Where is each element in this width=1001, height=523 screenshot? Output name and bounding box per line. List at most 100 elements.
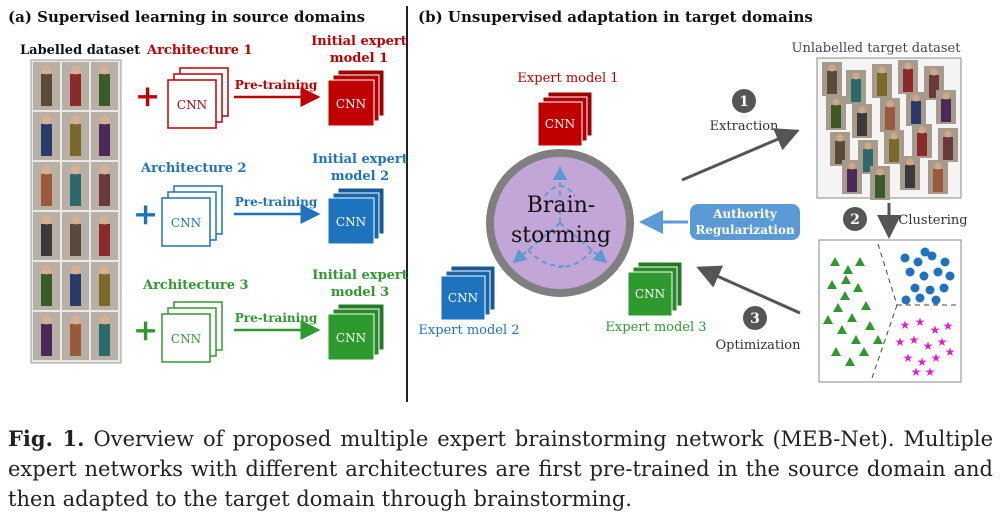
person-thumbnail (91, 162, 118, 210)
cluster-point-circle (901, 295, 911, 305)
cluster-point-star: ★ (930, 323, 941, 337)
cnn-label: CNN (545, 117, 575, 131)
person-thumbnail (33, 162, 60, 210)
initial-expert-2-line2: model 2 (331, 169, 389, 184)
cluster-point-circle (940, 257, 950, 267)
step-3-badge (743, 306, 767, 330)
cluster-point-star: ★ (931, 351, 942, 365)
cnn-stack-arch-1: CNN (167, 67, 229, 129)
pretraining-label-3: Pre-training (235, 311, 318, 325)
cnn-label: CNN (177, 98, 207, 112)
step-3-number: 3 (750, 311, 760, 327)
authority-line2: Regularization (695, 223, 795, 237)
person-thumbnail (91, 212, 118, 260)
initial-expert-model-2: CNN (327, 187, 385, 245)
cluster-point-star: ★ (915, 315, 926, 329)
cnn-label: CNN (336, 97, 366, 111)
cluster-point-star: ★ (937, 335, 948, 349)
cnn-stack-arch-3: CNN (161, 301, 223, 363)
cluster-point-triangle (837, 325, 847, 334)
unlabelled-target-dataset (816, 57, 962, 200)
step-2-label: Clustering (898, 213, 967, 228)
cluster-point-circle (925, 285, 935, 295)
step-1-number: 1 (739, 94, 749, 110)
target-person-thumbnail (912, 124, 932, 158)
person-thumbnail (62, 162, 89, 210)
cnn-stack-arch-2: CNN (161, 185, 223, 247)
initial-expert-1-line2: model 1 (330, 51, 388, 66)
cluster-point-star: ★ (911, 365, 922, 379)
cluster-point-star: ★ (917, 355, 928, 369)
brainstorming-line2: storming (511, 223, 611, 248)
target-person-thumbnail (928, 160, 948, 194)
target-person-thumbnail (826, 96, 846, 130)
person-thumbnail (91, 312, 118, 360)
person-thumbnail (91, 262, 118, 310)
target-person-thumbnail (938, 128, 958, 162)
architecture-3-label: Architecture 3 (142, 278, 249, 293)
initial-expert-3-line2: model 3 (331, 285, 389, 300)
figure-caption: Fig. 1. Overview of proposed multiple ex… (8, 424, 993, 514)
cnn-label: CNN (336, 215, 366, 229)
cluster-point-circle (920, 247, 930, 257)
expert-model-2: CNN (440, 265, 496, 321)
cnn-label: CNN (171, 332, 201, 346)
cnn-label: CNN (448, 291, 478, 305)
step-1-badge (732, 89, 756, 113)
expert-model-1: CNN (537, 91, 593, 147)
mebnet-diagram: (a) Supervised learning in source domain… (8, 6, 968, 402)
cluster-point-triangle (831, 347, 841, 356)
person-thumbnail (91, 112, 118, 160)
person-thumbnail (62, 312, 89, 360)
step-2-number: 2 (850, 212, 860, 228)
cnn-label: CNN (336, 331, 366, 345)
expert-model-2-label: Expert model 2 (418, 323, 519, 338)
target-person-thumbnail (900, 156, 920, 190)
target-person-thumbnail (870, 166, 890, 200)
cluster-point-triangle (859, 347, 869, 356)
plus-icon: + (133, 313, 158, 348)
target-person-thumbnail (872, 64, 892, 98)
target-person-thumbnail (936, 90, 956, 124)
target-person-thumbnail (830, 132, 850, 166)
cluster-point-star: ★ (923, 339, 934, 353)
unlabelled-dataset-label: Unlabelled target dataset (792, 41, 962, 56)
panel-b-title: (b) Unsupervised adaptation in target do… (418, 8, 813, 26)
plus-icon: + (135, 79, 160, 114)
caption-fig-label: Fig. 1. (8, 426, 85, 451)
cluster-point-triangle (873, 335, 883, 344)
person-thumbnail (91, 62, 118, 110)
target-person-thumbnail (852, 104, 872, 138)
cluster-point-star: ★ (903, 351, 914, 365)
person-thumbnail (33, 212, 60, 260)
optimization-arrow (696, 265, 801, 315)
person-thumbnail (33, 312, 60, 360)
target-person-thumbnail (858, 140, 878, 174)
cluster-point-triangle (853, 283, 863, 292)
person-thumbnail (62, 62, 89, 110)
cluster-point-star: ★ (943, 319, 954, 333)
person-thumbnail (33, 262, 60, 310)
cluster-point-triangle (840, 291, 850, 300)
initial-expert-model-3: CNN (327, 303, 385, 361)
cluster-point-triangle (845, 357, 855, 366)
person-thumbnail (62, 212, 89, 260)
labelled-dataset-label: Labelled dataset (20, 43, 140, 58)
cluster-point-circle (913, 257, 923, 267)
cluster-point-triangle (843, 265, 853, 274)
cluster-point-circle (900, 253, 910, 263)
cluster-point-triangle (827, 280, 837, 289)
cluster-point-star: ★ (945, 345, 956, 359)
step-3-label: Optimization (715, 338, 801, 353)
cluster-point-triangle (847, 313, 857, 322)
cluster-point-circle (915, 293, 925, 303)
step-2-badge (843, 207, 867, 231)
target-person-thumbnail (822, 62, 842, 96)
cluster-point-triangle (865, 321, 875, 330)
cluster-point-triangle (833, 303, 843, 312)
brainstorming-line1: Brain- (527, 193, 595, 218)
person-thumbnail (62, 262, 89, 310)
architecture-1-label: Architecture 1 (146, 43, 253, 58)
cnn-label: CNN (171, 216, 201, 230)
target-person-thumbnail (906, 92, 926, 126)
